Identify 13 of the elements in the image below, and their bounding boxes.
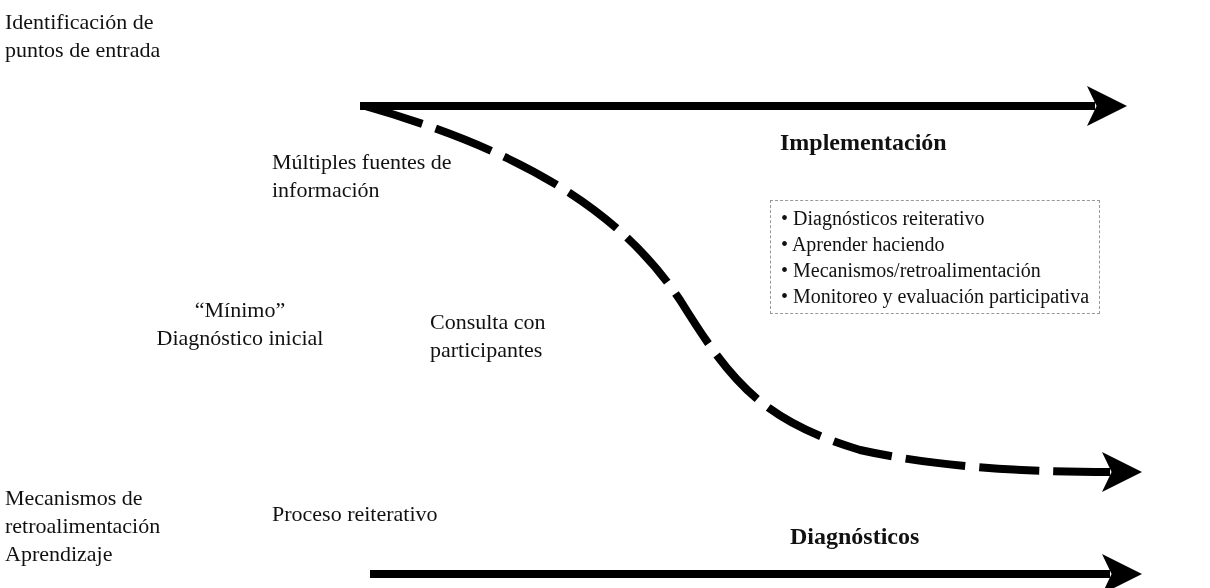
annotation-text: Consulta con participantes	[430, 308, 547, 364]
list-item: • Aprender haciendo	[781, 232, 946, 257]
arrow-label: Implementación	[780, 128, 948, 156]
annotation-text: Proceso reiterativo	[272, 500, 439, 528]
list-item: • Monitoreo y evaluación participativa	[781, 284, 1089, 309]
bullet-list-box	[770, 200, 1100, 314]
arrow-label: Diagnósticos	[790, 522, 921, 550]
heading-text: Identificación de puntos de entrada	[5, 8, 162, 64]
annotation-text: “Mínimo” Diagnóstico inicial	[155, 296, 325, 352]
list-item: • Mecanismos/retroalimentación	[781, 258, 1042, 283]
annotation-text: Múltiples fuentes de información	[272, 148, 453, 204]
list-item: • Diagnósticos reiterativo	[781, 206, 986, 231]
annotation-text: Mecanismos de retroalimentación Aprendizaje	[5, 484, 162, 568]
